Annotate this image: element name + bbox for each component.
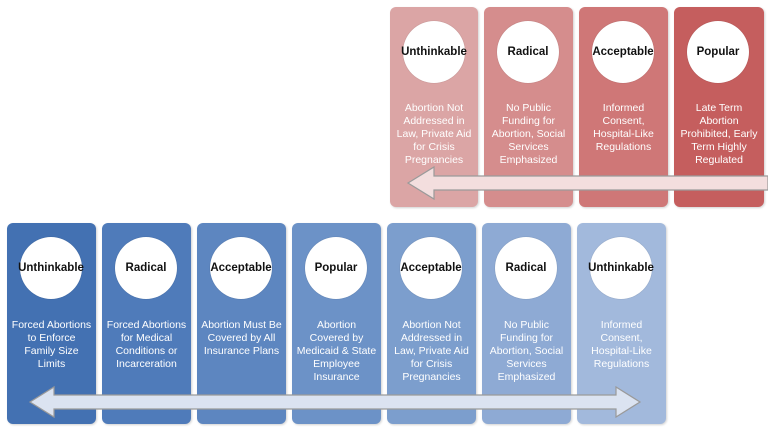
bottom-card-label: Radical	[495, 237, 557, 299]
top-card-label: Popular	[687, 21, 749, 83]
bottom-card-label: Unthinkable	[588, 237, 654, 299]
bottom-card-label: Acceptable	[400, 237, 462, 299]
bottom-card-description: Forced Abortions for Medical Conditions …	[106, 319, 187, 370]
bottom-card-popular: Popular Abortion Covered by Medicaid & S…	[292, 223, 381, 424]
top-card-label: Radical	[497, 21, 559, 83]
top-card-radical: Radical No Public Funding for Abortion, …	[484, 7, 573, 207]
top-card-popular: Popular Late Term Abortion Prohibited, E…	[674, 7, 764, 207]
left-arrow	[406, 165, 768, 201]
bottom-card-description: Abortion Must Be Covered by All Insuranc…	[201, 319, 282, 357]
bottom-card-label: Popular	[305, 237, 367, 299]
top-card-description: No Public Funding for Abortion, Social S…	[491, 102, 566, 166]
top-card-description: Abortion Not Addressed in Law, Private A…	[396, 102, 472, 166]
bottom-card-label: Acceptable	[210, 237, 272, 299]
bottom-card-label: Radical	[115, 237, 177, 299]
bottom-card-description: Informed Consent, Hospital-Like Regulati…	[591, 319, 652, 370]
double-arrow	[28, 385, 642, 419]
bottom-card-radical-left: Radical Forced Abortions for Medical Con…	[102, 223, 191, 424]
bottom-card-description: Abortion Covered by Medicaid & State Emp…	[296, 319, 377, 383]
bottom-card-radical-right: Radical No Public Funding for Abortion, …	[482, 223, 571, 424]
top-spectrum: Unthinkable Abortion Not Addressed in La…	[0, 0, 768, 215]
top-card-description: Informed Consent, Hospital-Like Regulati…	[593, 102, 654, 153]
bottom-card-description: Forced Abortions to Enforce Family Size …	[11, 319, 92, 370]
bottom-card-description: Abortion Not Addressed in Law, Private A…	[394, 319, 469, 383]
top-card-label: Acceptable	[592, 21, 654, 83]
bottom-card-acceptable-left: Acceptable Abortion Must Be Covered by A…	[197, 223, 286, 424]
top-card-unthinkable: Unthinkable Abortion Not Addressed in La…	[390, 7, 478, 207]
bottom-card-description: No Public Funding for Abortion, Social S…	[489, 319, 564, 383]
top-card-label: Unthinkable	[401, 21, 467, 83]
bottom-card-unthinkable-left: Unthinkable Forced Abortions to Enforce …	[7, 223, 96, 424]
bottom-card-acceptable-right: Acceptable Abortion Not Addressed in Law…	[387, 223, 476, 424]
top-card-acceptable: Acceptable Informed Consent, Hospital-Li…	[579, 7, 668, 207]
top-card-description: Late Term Abortion Prohibited, Early Ter…	[680, 102, 758, 166]
bottom-card-label: Unthinkable	[18, 237, 84, 299]
